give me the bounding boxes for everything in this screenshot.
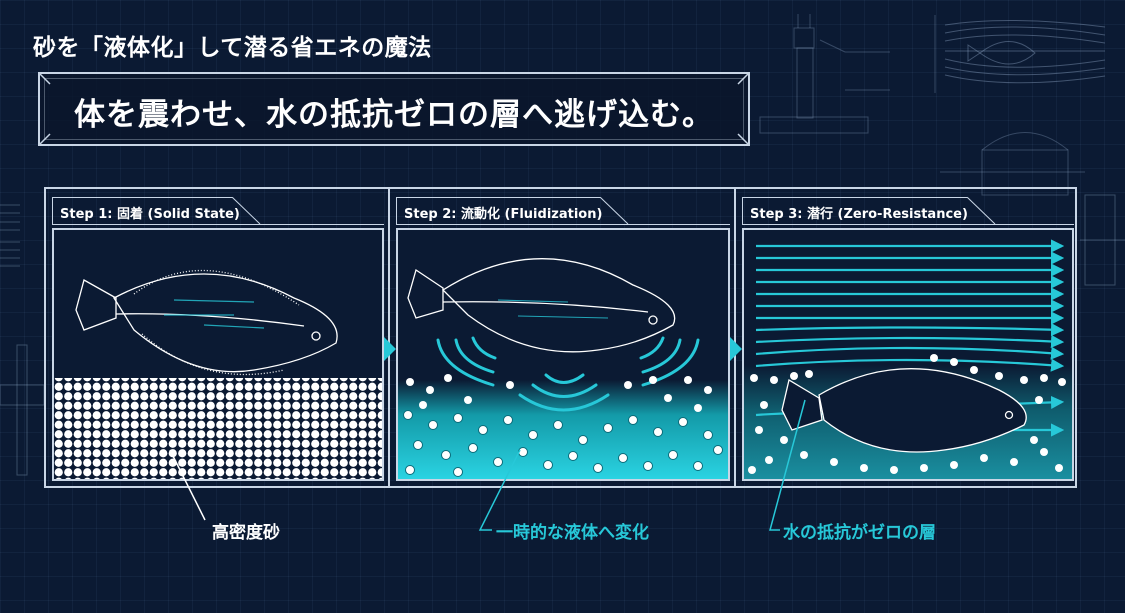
steps-container: Step 1: 固着 (Solid State) — [44, 187, 1077, 488]
corner-bracket-icon — [38, 132, 52, 146]
step-arrow-icon — [730, 337, 742, 361]
tab-slant-icon — [967, 197, 996, 225]
page-title: 砂を「液体化」して潜る省エネの魔法 — [33, 35, 432, 61]
tab-slant-icon — [232, 197, 261, 225]
step-arrow-icon — [384, 337, 396, 361]
subtitle-banner: 体を震わせ、水の抵抗ゼロの層へ逃げ込む。 — [38, 72, 750, 146]
caption-dense-sand: 高密度砂 — [212, 523, 280, 543]
flatfish-vibrating-waves-icon — [398, 258, 728, 479]
corner-bracket-icon — [736, 132, 750, 146]
step-1-label: Step 1: 固着 (Solid State) — [52, 197, 240, 224]
step-panel-1: Step 1: 固着 (Solid State) — [46, 189, 388, 486]
tab-slant-icon — [600, 197, 629, 225]
corner-bracket-icon — [736, 72, 750, 86]
step-panel-2: Step 2: 流動化 (Fluidization) — [390, 189, 734, 486]
step-2-illustration — [396, 228, 730, 481]
subtitle-text: 体を震わせ、水の抵抗ゼロの層へ逃げ込む。 — [74, 97, 714, 133]
step-1-illustration — [52, 228, 384, 481]
step-3-illustration — [742, 228, 1074, 481]
step-2-label: Step 2: 流動化 (Fluidization) — [396, 197, 602, 224]
corner-bracket-icon — [38, 72, 52, 86]
flatfish-submerged-flow-icon — [744, 239, 1072, 479]
flatfish-on-packed-sand-icon — [54, 269, 382, 479]
caption-zero-resistance-layer: 水の抵抗がゼロの層 — [783, 523, 936, 543]
caption-temporary-liquid: 一時的な液体へ変化 — [496, 523, 649, 543]
step-panel-3: Step 3: 潜行 (Zero-Resistance) — [736, 189, 1076, 486]
step-3-label: Step 3: 潜行 (Zero-Resistance) — [742, 197, 968, 224]
